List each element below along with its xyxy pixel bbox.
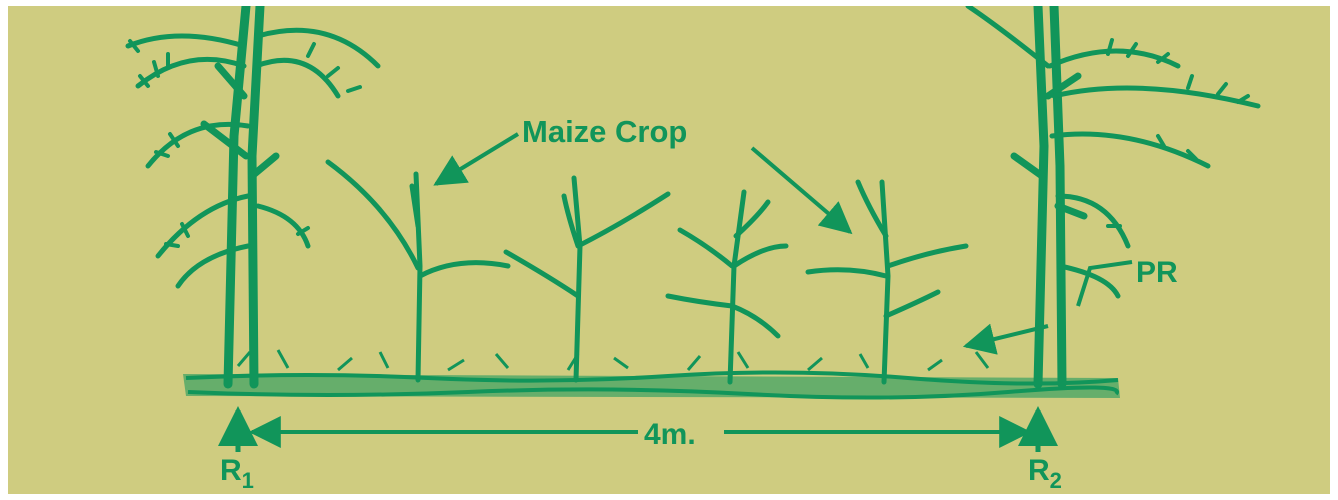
agroforestry-diagram: Maize Crop PR 4m. R1 R2: [8, 6, 1330, 494]
left-tree: [128, 6, 378, 384]
right-tree: [968, 6, 1258, 384]
row-label-r2: R2: [1028, 454, 1062, 493]
pr-pointer: [966, 262, 1132, 346]
maize-plant-4: [808, 182, 966, 382]
pruned-row-label: PR: [1136, 256, 1178, 289]
maize-plant-2: [506, 178, 668, 380]
diagram-canvas: Maize Crop PR 4m. R1 R2: [8, 6, 1330, 494]
maize-plants: [328, 162, 966, 382]
maize-crop-label: Maize Crop: [522, 114, 687, 149]
ground-strip: [183, 350, 1120, 398]
spacing-label: 4m.: [644, 418, 696, 451]
row-label-r1: R1: [220, 454, 254, 493]
maize-plant-3: [668, 192, 786, 382]
maize-plant-1: [328, 162, 508, 380]
